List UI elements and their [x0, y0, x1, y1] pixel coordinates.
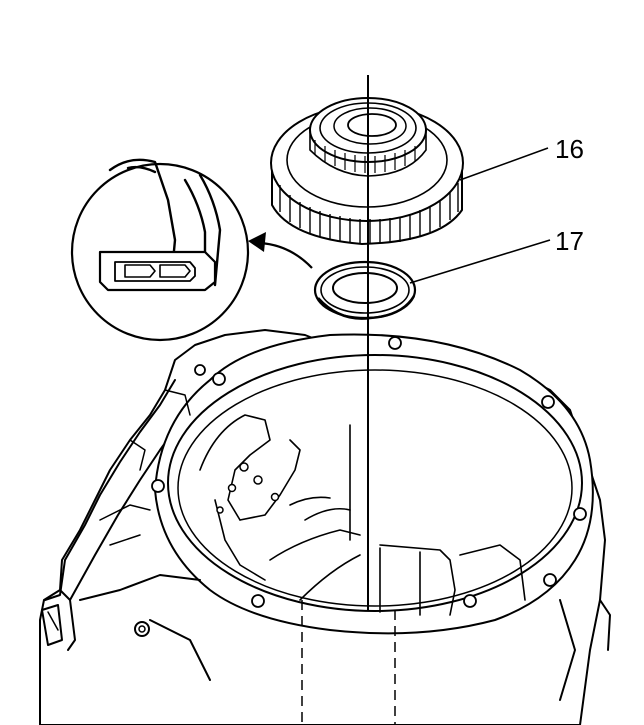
- callout-17-label: 17: [555, 226, 584, 256]
- transmission-case: [39, 329, 611, 725]
- detail-magnifier-inset: [70, 158, 250, 342]
- callout-16-leader: [459, 147, 549, 181]
- detail-arrow: [259, 241, 313, 269]
- callout-17-leader: [409, 239, 551, 284]
- thrust-washer: [313, 260, 417, 320]
- callout-16-label: 16: [555, 134, 584, 164]
- detail-arrowhead-icon: [248, 232, 266, 252]
